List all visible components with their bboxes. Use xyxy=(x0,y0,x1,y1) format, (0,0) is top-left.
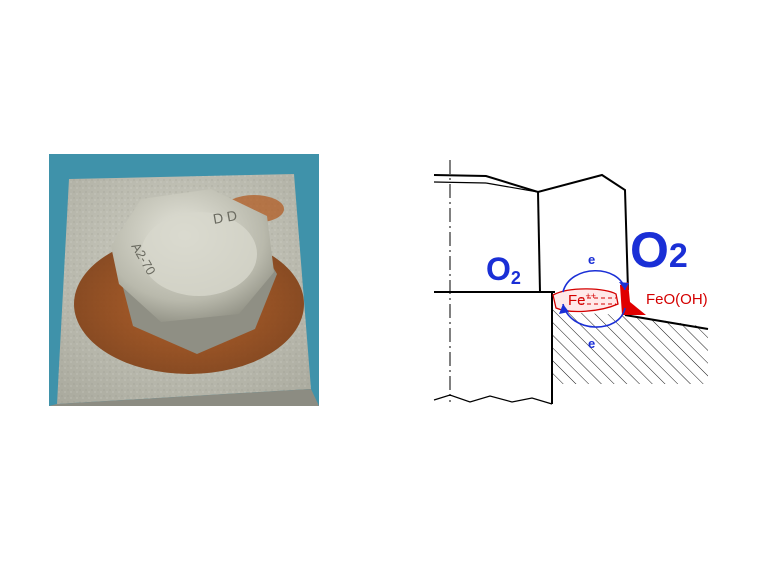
electron-label-bottom: e xyxy=(588,336,595,351)
corroded-bolt-photo: D D A2-70 xyxy=(49,154,319,406)
rust-deposit xyxy=(620,282,646,315)
base-plate-surface xyxy=(624,314,709,330)
oxygen-label-small: O2 xyxy=(486,251,521,288)
base-plate-hatch xyxy=(552,305,708,384)
rust-label: FeO(OH) xyxy=(646,291,708,308)
electron-label-top: e xyxy=(588,252,595,267)
bolt-head-outline xyxy=(433,173,629,291)
bolt-flank-edge xyxy=(537,191,541,293)
iron-ion-label: Fe++ xyxy=(568,291,596,309)
bolt-marking-dd: D D xyxy=(212,207,239,227)
crevice-corrosion-diagram: e e Fe++ FeO(OH) O2 O2 xyxy=(420,152,732,410)
oxygen-label-large: O2 xyxy=(630,222,688,278)
